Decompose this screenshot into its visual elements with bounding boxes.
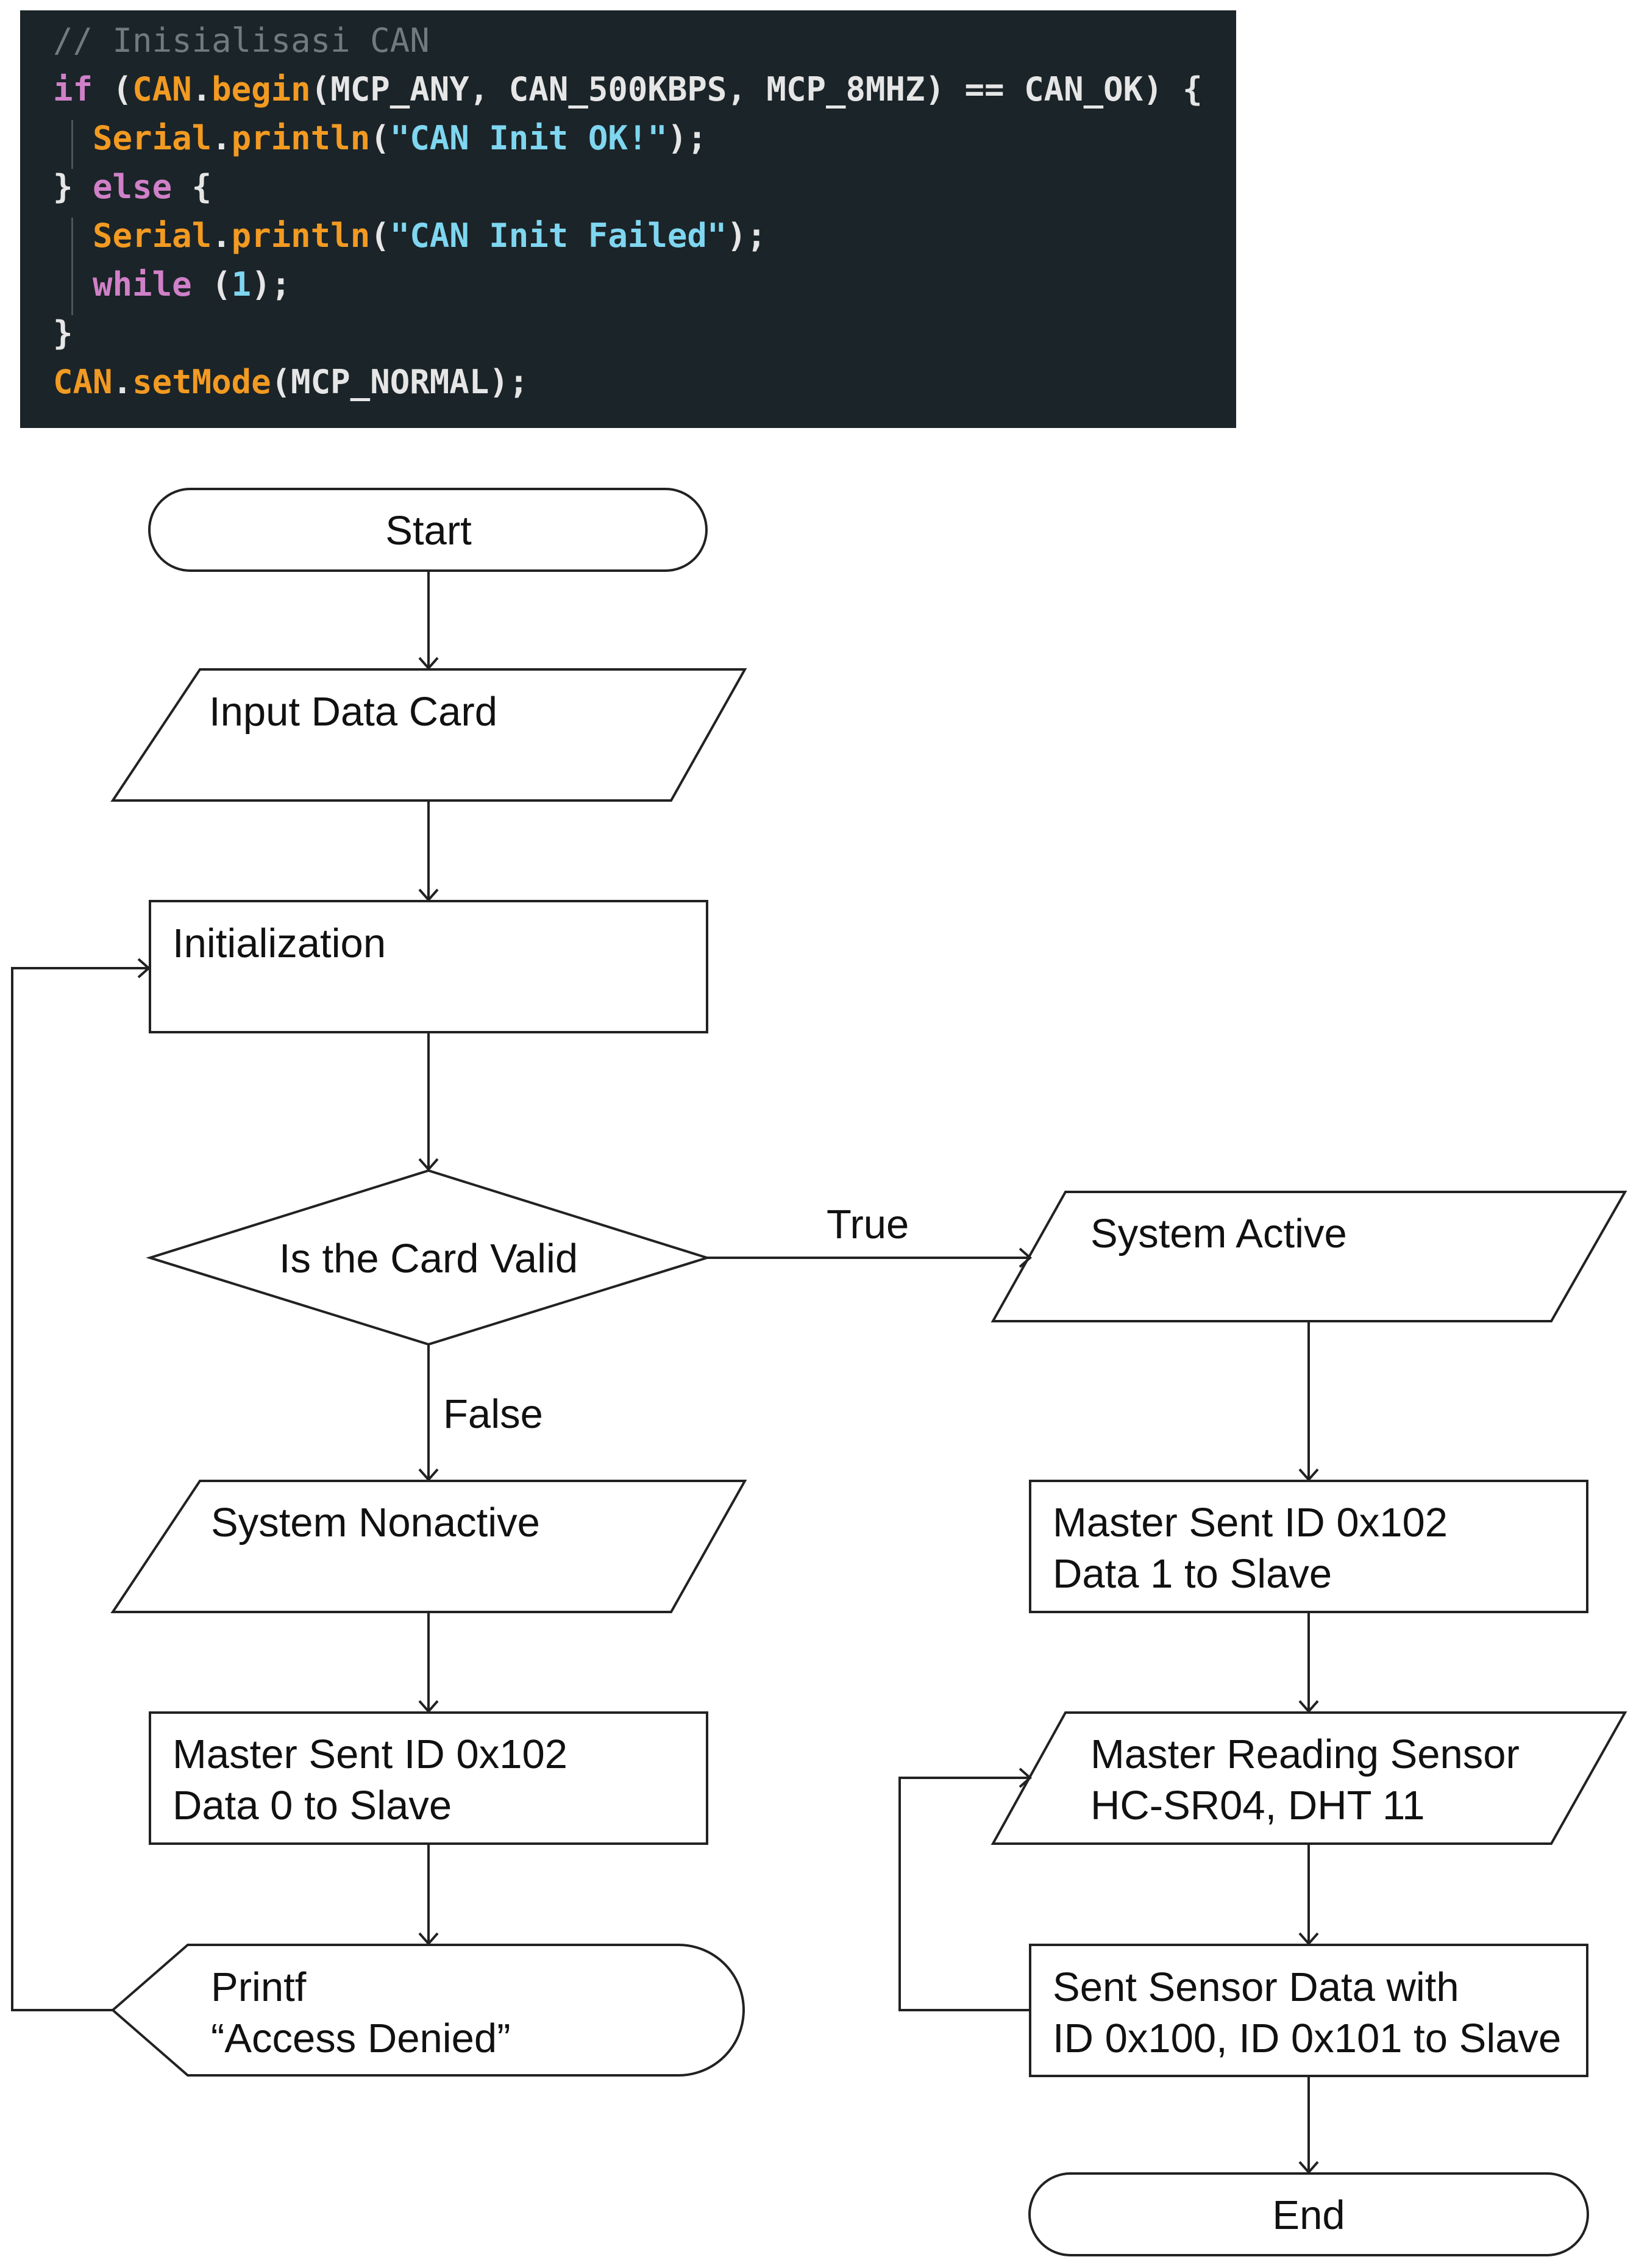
code-token-object: CAN bbox=[132, 70, 192, 109]
code-line: // Inisialisasi CAN bbox=[53, 23, 430, 59]
code-token-string: "CAN Init Failed" bbox=[389, 216, 727, 255]
code-token-method: println bbox=[231, 119, 371, 157]
code-token-keyword: while bbox=[93, 265, 192, 304]
system-active-parallelogram bbox=[990, 1191, 1627, 1322]
code-token-ident: ( bbox=[93, 70, 133, 109]
arrowhead bbox=[137, 958, 151, 979]
code-token-ident: ( bbox=[370, 119, 390, 157]
code-token-object: Serial bbox=[93, 216, 212, 255]
reading-sensor-label: Master Reading Sensor HC-SR04, DHT 11 bbox=[1090, 1731, 1531, 1828]
code-token-number: 1 bbox=[231, 265, 252, 304]
arrowhead bbox=[418, 1932, 439, 1946]
initialization-label: Initialization bbox=[172, 921, 386, 966]
code-token-comment: // Inisialisasi CAN bbox=[53, 21, 430, 60]
code-token-ident: (MCP_ANY, CAN_500KBPS, MCP_8MHZ) == CAN_… bbox=[310, 70, 1203, 109]
reading-sensor-parallelogram bbox=[990, 1711, 1627, 1845]
code-token-string: "CAN Init OK!" bbox=[389, 119, 667, 157]
decision-label: Is the Card Valid bbox=[279, 1236, 578, 1282]
input-card-label: Input Data Card bbox=[209, 689, 497, 735]
code-line: if (CAN.begin(MCP_ANY, CAN_500KBPS, MCP_… bbox=[53, 71, 1203, 108]
code-token-ident: } bbox=[53, 314, 73, 352]
code-token-method: println bbox=[231, 216, 371, 255]
arrowhead bbox=[1298, 2161, 1319, 2175]
arrowhead bbox=[418, 1158, 439, 1172]
arrowhead bbox=[418, 1468, 439, 1482]
code-token-method: begin bbox=[212, 70, 311, 109]
arrowhead bbox=[418, 888, 439, 902]
sent-sensor-data-label: Sent Sensor Data with ID 0x100, ID 0x101… bbox=[1053, 1964, 1561, 2061]
code-token-ident: { bbox=[172, 168, 212, 206]
end-label: End bbox=[1272, 2192, 1345, 2238]
arrowhead bbox=[1298, 1700, 1319, 1714]
input-card-parallelogram bbox=[110, 668, 747, 802]
edge-printf-loop-to-init bbox=[11, 967, 148, 2011]
edge-sentdata-loop-to-reading bbox=[898, 1777, 1030, 2011]
arrowhead bbox=[418, 1700, 439, 1714]
code-token-object: CAN bbox=[53, 363, 113, 401]
start-label: Start bbox=[385, 508, 472, 554]
code-token-ident: . bbox=[212, 119, 232, 157]
code-line: } bbox=[53, 315, 73, 352]
code-token-ident: . bbox=[212, 216, 232, 255]
code-line: Serial.println("CAN Init OK!"); bbox=[53, 120, 707, 157]
arrowhead bbox=[1019, 1247, 1033, 1268]
code-token-ident: . bbox=[112, 363, 133, 401]
code-token-ident: ( bbox=[191, 265, 232, 304]
master-sent-data1-label: Master Sent ID 0x102 Data 1 to Slave bbox=[1053, 1500, 1459, 1597]
start-terminator bbox=[148, 488, 708, 572]
arrowhead bbox=[418, 657, 439, 671]
master-sent-data0-label: Master Sent ID 0x102 Data 0 to Slave bbox=[172, 1731, 579, 1828]
code-token-method: setMode bbox=[132, 363, 271, 401]
arrowhead bbox=[1298, 1932, 1319, 1946]
edge-label-false: False bbox=[443, 1391, 543, 1437]
code-token-ident: . bbox=[191, 70, 212, 109]
code-token-ident: ); bbox=[727, 216, 767, 255]
code-token-ident: ( bbox=[370, 216, 390, 255]
code-token-ident: } bbox=[53, 168, 93, 206]
printf-label: Printf “Access Denied” bbox=[211, 1964, 511, 2061]
code-token-keyword: else bbox=[93, 168, 172, 206]
code-line: CAN.setMode(MCP_NORMAL); bbox=[53, 364, 528, 401]
code-line: while (1); bbox=[53, 266, 291, 303]
code-token-ident: (MCP_NORMAL); bbox=[271, 363, 529, 401]
code-line: Serial.println("CAN Init Failed"); bbox=[53, 218, 766, 254]
arrowhead bbox=[1019, 1767, 1033, 1788]
printf-display bbox=[110, 1944, 745, 2077]
code-token-object: Serial bbox=[93, 119, 212, 157]
edge-label-true: True bbox=[827, 1202, 909, 1247]
indent-guide bbox=[71, 218, 73, 315]
system-active-label: System Active bbox=[1090, 1211, 1347, 1257]
system-nonactive-label: System Nonactive bbox=[211, 1500, 540, 1546]
initialization-process bbox=[149, 900, 708, 1033]
code-token-ident: ); bbox=[251, 265, 291, 304]
system-nonactive-parallelogram bbox=[110, 1480, 747, 1613]
code-token-ident: ); bbox=[667, 119, 707, 157]
code-line: } else { bbox=[53, 169, 212, 205]
arrowhead bbox=[1298, 1468, 1319, 1482]
indent-guide bbox=[71, 120, 73, 169]
code-token-keyword: if bbox=[53, 70, 93, 109]
end-terminator bbox=[1028, 2172, 1589, 2256]
